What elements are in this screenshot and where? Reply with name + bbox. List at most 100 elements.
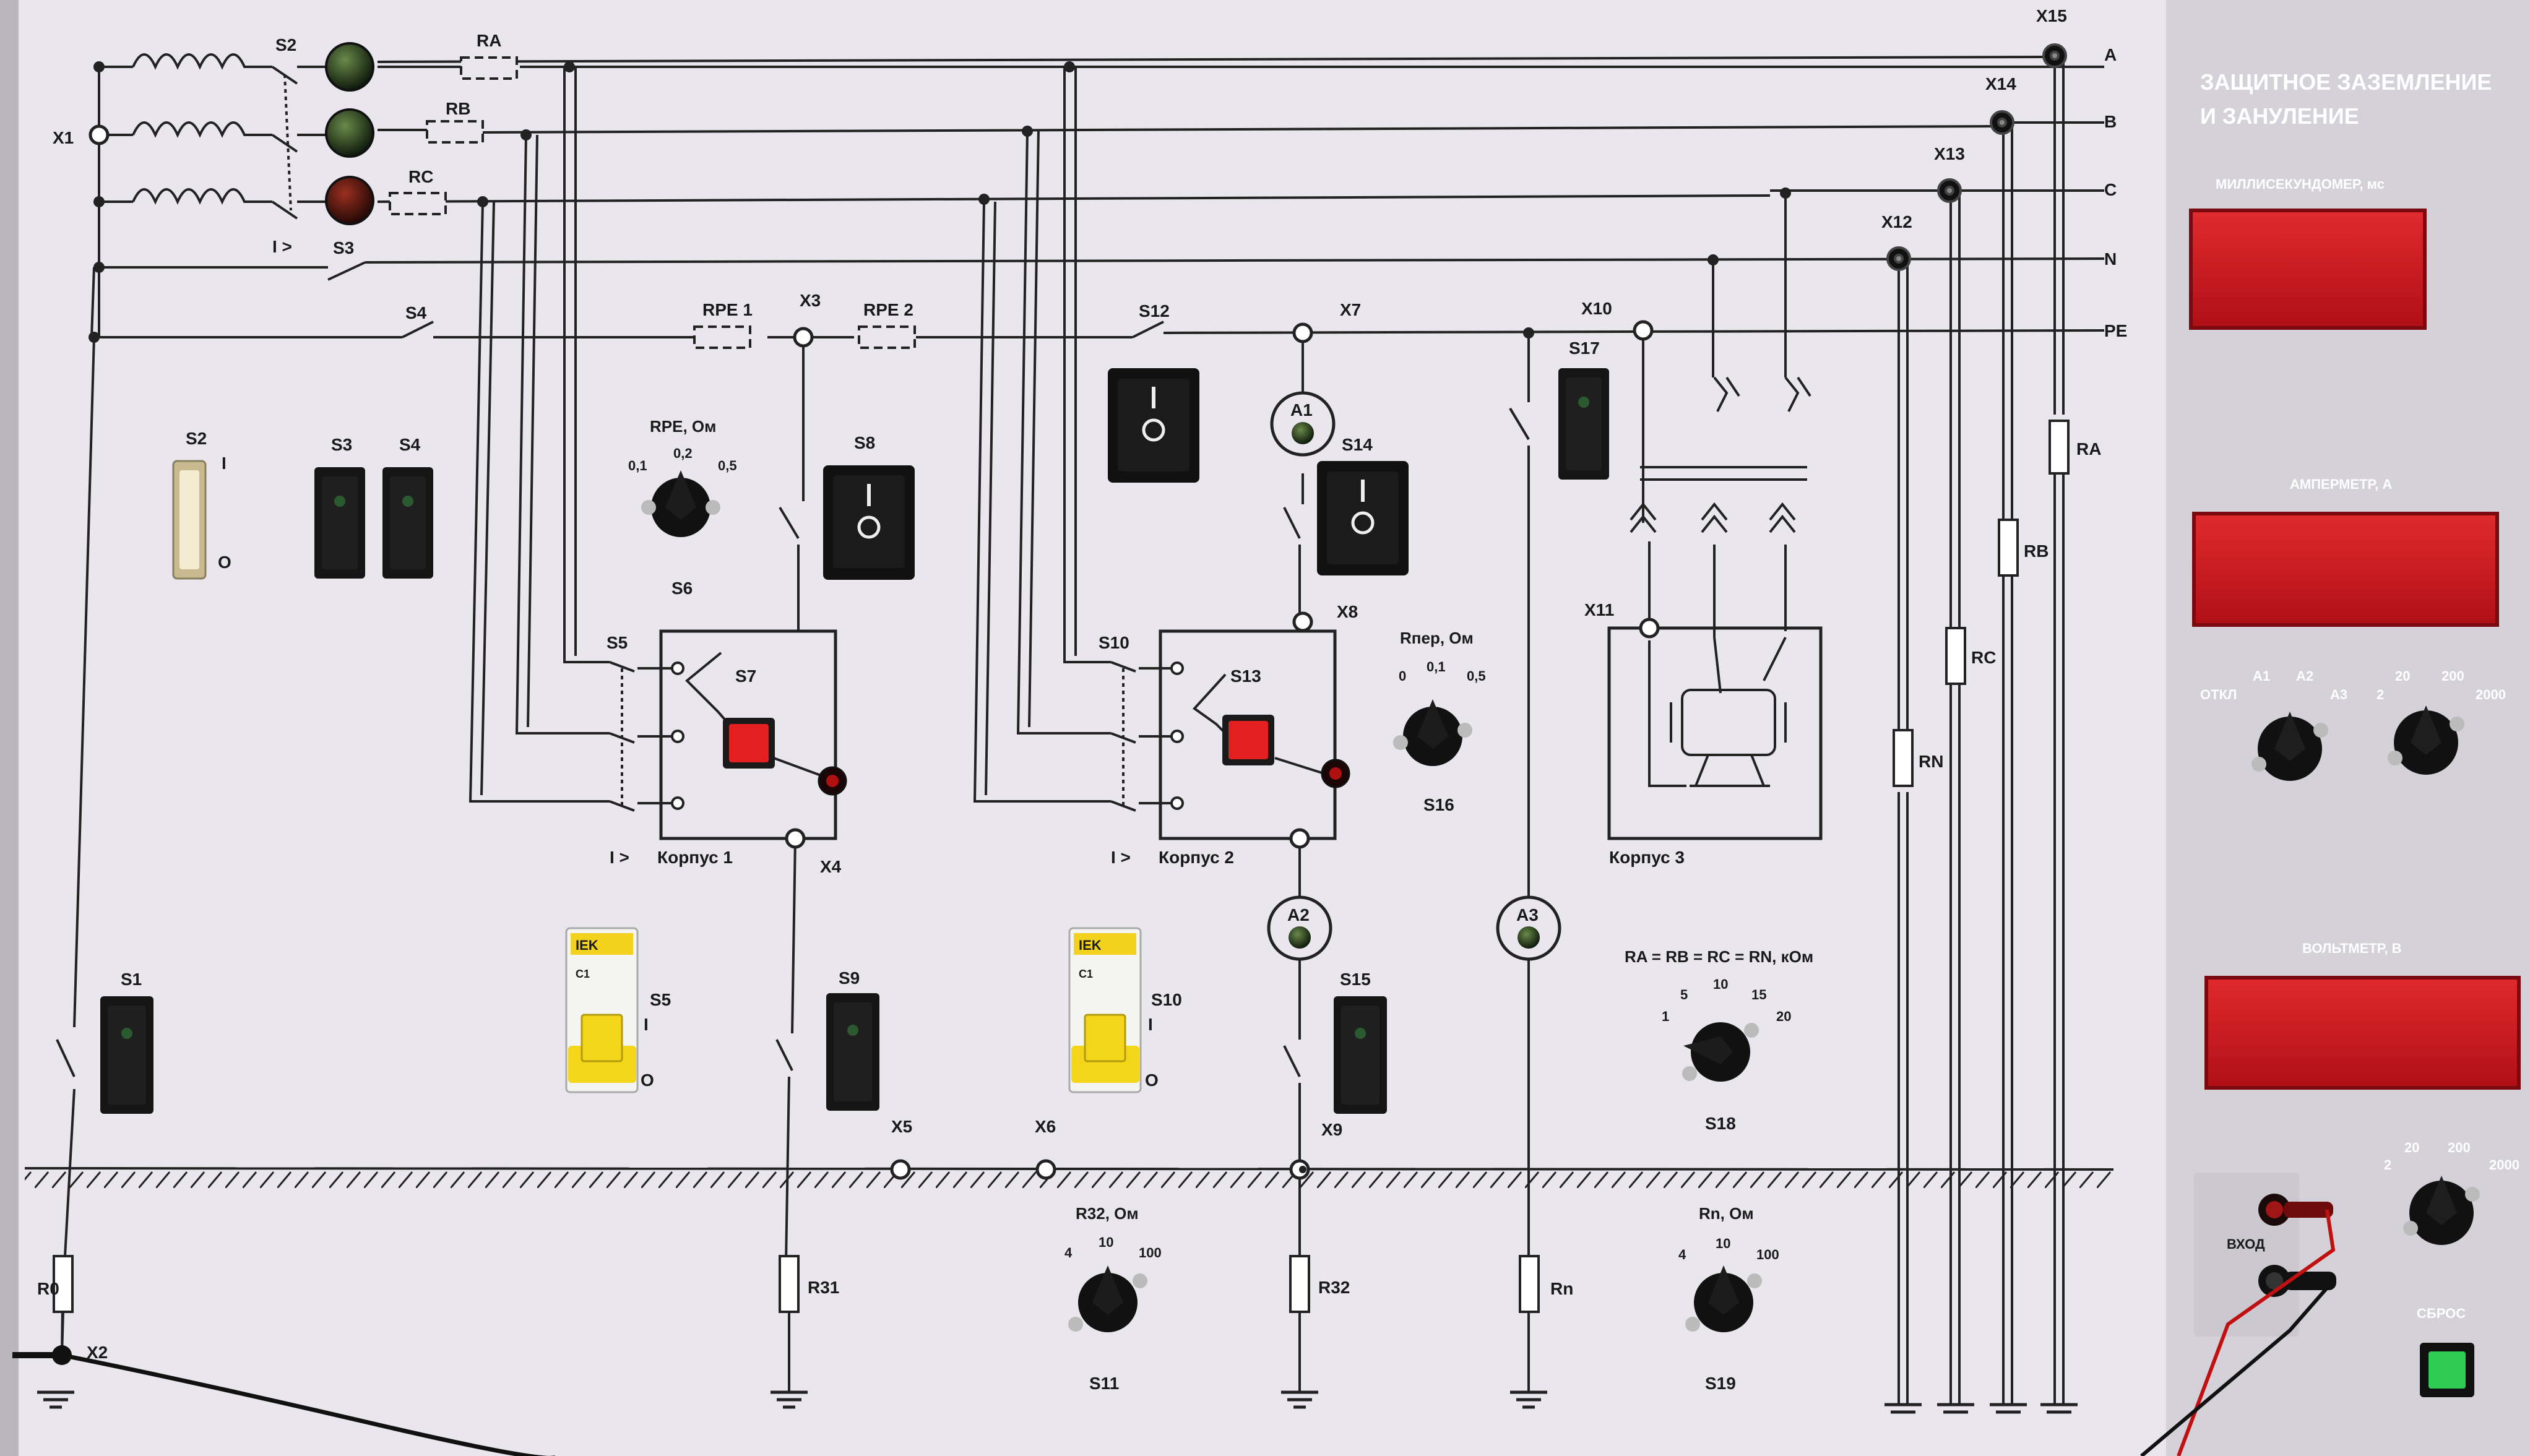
label-s3: S3 [331, 435, 352, 454]
input-label: ВХОД [2227, 1236, 2265, 1252]
volt-range-l1: 2 [2384, 1157, 2391, 1173]
label-korpus2: Корпус 2 [1159, 848, 1234, 867]
label-r0: R0 [37, 1279, 59, 1298]
label-s19: S19 [1705, 1374, 1736, 1393]
amp-sel-l1: ОТКЛ [2200, 687, 2237, 702]
label-rc: RC [408, 167, 433, 186]
dashed-resistors [389, 56, 916, 349]
label-r31: R31 [808, 1278, 839, 1297]
amp-range-l4: 2000 [2476, 687, 2506, 702]
breaker-rating: C1 [1079, 968, 1093, 980]
input-jack-red[interactable] [2258, 1194, 2333, 1226]
panel-title-line2: И ЗАНУЛЕНИЕ [2200, 103, 2359, 129]
label-ra: RA [477, 31, 501, 50]
amp-selector-knob[interactable] [2252, 712, 2328, 781]
reset-button[interactable] [2420, 1343, 2474, 1397]
knob-rphase-v5: 20 [1776, 1009, 1791, 1024]
label-s2-on: I [222, 454, 227, 473]
label-overcurrent-3: I > [1111, 848, 1131, 867]
volt-range-l3: 200 [2448, 1140, 2471, 1155]
knob-r32-v3: 100 [1139, 1245, 1162, 1260]
knob-s19[interactable] [1685, 1265, 1762, 1332]
io-switch-s12[interactable] [1108, 368, 1199, 483]
bus-label-c: C [2104, 180, 2117, 199]
s2-switch[interactable] [172, 460, 207, 580]
label-a2: A2 [1287, 905, 1310, 924]
knob-s18[interactable] [1682, 1022, 1759, 1082]
volt-range-l4: 2000 [2489, 1157, 2519, 1173]
knob-rper-v3: 0,5 [1467, 668, 1486, 684]
knob-rphase-v1: 1 [1662, 1009, 1669, 1024]
ms-display [2189, 209, 2427, 330]
measurement-panel-content: ЗАЩИТНОЕ ЗАЗЕМЛЕНИЕ И ЗАНУЛЕНИЕ МИЛЛИСЕК… [2140, 69, 2521, 1456]
rocker-s9[interactable] [826, 993, 879, 1111]
volt-range-knob[interactable] [2403, 1176, 2480, 1245]
korpus2 [1110, 629, 1350, 840]
rocker-s1[interactable] [100, 996, 153, 1114]
terminals [89, 124, 1660, 1180]
label-s12: S12 [1139, 301, 1170, 321]
label-s2-top: S2 [275, 35, 296, 54]
ms-label: МИЛЛИСЕКУНДОМЕР, мс [2216, 176, 2385, 192]
label-s17: S17 [1569, 338, 1600, 358]
breaker-s10[interactable]: IEK C1 [1068, 927, 1142, 1093]
phase-c-lamp [325, 176, 374, 225]
label-s6: S6 [671, 579, 693, 598]
label-s2-off: O [218, 553, 231, 572]
knob-rphase-v2: 5 [1680, 987, 1688, 1002]
x2-cable [12, 1345, 559, 1456]
breaker-brand: IEK [1079, 937, 1102, 953]
knob-s16[interactable] [1393, 699, 1472, 766]
knob-rn-v3: 100 [1756, 1247, 1779, 1262]
solid-resistors [53, 420, 2070, 1313]
label-s18: S18 [1705, 1114, 1736, 1133]
label-x15: X15 [2036, 6, 2067, 25]
label-rpe2: RPE 2 [863, 300, 913, 319]
label-x1: X1 [53, 128, 74, 147]
knob-rpe-title: RPE, Ом [650, 417, 716, 436]
rocker-s4[interactable] [382, 467, 433, 579]
amp-range-l2: 20 [2395, 668, 2410, 684]
io-switch-s14[interactable] [1317, 461, 1409, 575]
knob-rphase-v4: 15 [1751, 987, 1766, 1002]
knob-rphase-title: RA = RB = RC = RN, кОм [1625, 947, 1813, 966]
breaker-s5[interactable]: IEK C1 [565, 927, 639, 1093]
phase-a-lamp [325, 42, 374, 92]
label-korpus3: Корпус 3 [1609, 848, 1685, 867]
rocker-s3[interactable] [314, 467, 365, 579]
label-s7: S7 [735, 666, 756, 686]
s2-s3-contacts [271, 66, 1164, 338]
amp-range-knob[interactable] [2388, 705, 2464, 775]
rocker-s15[interactable] [1334, 996, 1387, 1114]
label-s10-on: I [1148, 1015, 1153, 1034]
label-rn-mid: RN [1919, 752, 1943, 771]
ground-symbols [37, 1390, 2078, 1414]
label-s15: S15 [1340, 970, 1371, 989]
knob-s11[interactable] [1068, 1265, 1147, 1332]
label-s8: S8 [854, 433, 875, 452]
io-switch-s8[interactable] [823, 465, 915, 580]
label-rc-mid: RC [1971, 648, 1996, 667]
label-x7: X7 [1340, 300, 1361, 319]
volt-label: ВОЛЬТМЕТР, В [2302, 941, 2402, 956]
amp-sel-l4: А3 [2330, 687, 2347, 702]
knob-rn-v2: 10 [1716, 1236, 1730, 1251]
volt-display [2204, 976, 2521, 1090]
amp-sel-l3: А2 [2296, 668, 2313, 684]
s7-button[interactable] [729, 724, 769, 762]
knob-rper-v1: 0 [1399, 668, 1406, 684]
amp-sel-l2: А1 [2253, 668, 2270, 684]
label-s10-top: S10 [1099, 633, 1129, 652]
rocker-s17[interactable] [1558, 368, 1609, 480]
amp-display [2192, 512, 2499, 627]
label-rb-mid: RB [2024, 541, 2049, 561]
knob-rn-v1: 4 [1678, 1247, 1686, 1262]
s13-button[interactable] [1228, 721, 1268, 759]
knob-rn-title: Rn, Ом [1699, 1204, 1754, 1223]
knob-r32-v1: 4 [1064, 1245, 1073, 1260]
phase-b-lamp [325, 108, 374, 158]
knob-s6[interactable] [641, 470, 720, 537]
label-x8: X8 [1337, 602, 1358, 621]
line-coils [132, 53, 272, 205]
bus-label-n: N [2104, 249, 2117, 269]
